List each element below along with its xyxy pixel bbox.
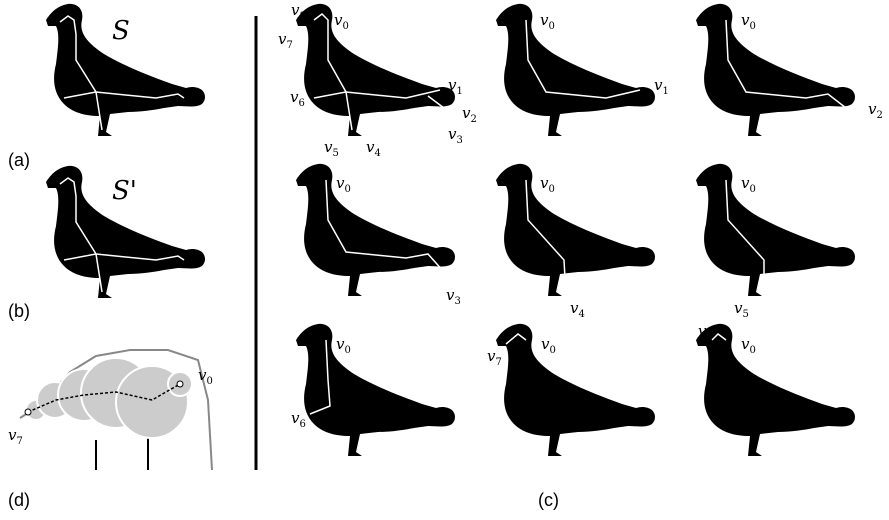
vertex-label-d-v0: v0 xyxy=(198,368,213,387)
grid-bird-5 xyxy=(496,164,655,296)
vertex-label-v5: v5 xyxy=(324,140,339,159)
vertex-label-v6: v6 xyxy=(290,90,305,109)
disk-decomposition xyxy=(20,350,212,470)
vertex-label-v2: v2 xyxy=(462,106,477,125)
vertex-label-r2c3-v0: v0 xyxy=(741,176,756,195)
grid-bird-9 xyxy=(696,324,855,456)
shape-label-s-prime: S' xyxy=(112,176,137,206)
vertex-label-r3c2-v7: v7 xyxy=(487,349,502,368)
panel-label-b: (b) xyxy=(8,301,30,322)
vertex-label-v3: v3 xyxy=(448,127,463,146)
vertex-label-r1c2-v1: v1 xyxy=(654,78,669,97)
grid-bird-1 xyxy=(296,4,455,136)
vertex-label-r1c3-v0: v0 xyxy=(741,13,756,32)
vertex-label-d-v7: v7 xyxy=(8,428,23,447)
vertex-label-r3c1-v6: v6 xyxy=(291,411,306,430)
vertex-label-r1c3-v2: v2 xyxy=(868,102,883,121)
vertex-label-r2c3-v5: v5 xyxy=(734,301,749,320)
vertex-label-r1c2-v0: v0 xyxy=(540,13,555,32)
grid-bird-6 xyxy=(696,164,855,296)
vertex-label-r3c3-v0: v0 xyxy=(741,337,756,356)
vertex-label-v7: v7 xyxy=(278,32,293,51)
vertex-label-v1: v1 xyxy=(448,78,463,97)
panel-label-c: (c) xyxy=(538,490,559,511)
vertex-label-v0: v0 xyxy=(334,13,349,32)
vertex-label-r2c2-v4: v4 xyxy=(570,301,585,320)
vertex-label-r2c2-v0: v0 xyxy=(540,176,555,195)
grid-bird-2 xyxy=(496,4,655,136)
vertex-label-r3c1-v0: v0 xyxy=(336,337,351,356)
shape-label-s: S xyxy=(112,16,130,46)
panel-label-d: (d) xyxy=(8,490,30,511)
vertex-label-v4: v4 xyxy=(366,140,381,159)
vertex-label-r3c3-v8: v8 xyxy=(698,324,713,343)
vertex-label-r2c1-v0: v0 xyxy=(336,176,351,195)
vertex-label-v8: v8 xyxy=(291,3,306,22)
grid-bird-7 xyxy=(296,324,455,456)
vertex-label-r3c2-v0: v0 xyxy=(541,337,556,356)
panel-label-a: (a) xyxy=(8,150,30,171)
grid-bird-8 xyxy=(496,324,655,456)
grid-bird-3 xyxy=(696,4,855,136)
vertex-label-r2c1-v3: v3 xyxy=(446,288,461,307)
grid-bird-4 xyxy=(296,164,455,296)
